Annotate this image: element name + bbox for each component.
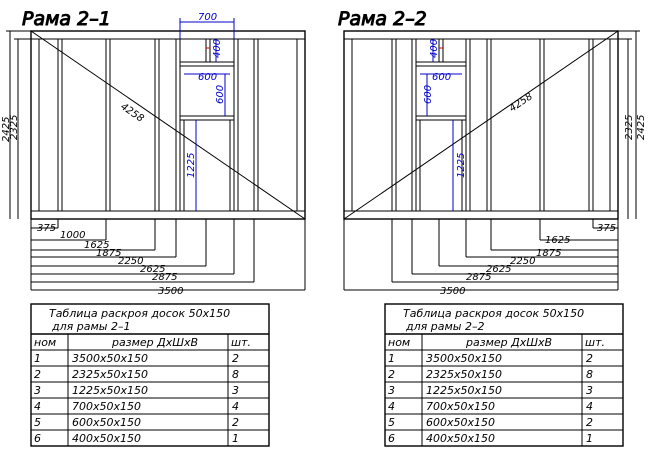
- height-dimension-lines: [618, 30, 640, 219]
- table-cell: 400х50х150: [426, 432, 495, 445]
- table-cell: 2: [586, 352, 593, 365]
- baseline-dimension-lines: [343, 219, 619, 291]
- table-cell: 2: [388, 368, 395, 381]
- baseline-dim: 1875: [536, 248, 561, 259]
- table-cell: 6: [34, 432, 41, 445]
- table-cell: 3: [232, 384, 239, 397]
- table-rows-2-2: 1 3500х50х150 2 2 2325х50х150 8 3 1225х5…: [388, 352, 593, 445]
- frame-outline: [343, 30, 619, 220]
- table-cell: 4: [586, 400, 593, 413]
- table-title-2-2: Таблица раскроя досок 50х150: [403, 307, 584, 320]
- height-dim-inner-2-2: 2325: [624, 115, 635, 140]
- table-cell: 700х50х150: [426, 400, 495, 413]
- window-opening: [180, 39, 234, 211]
- table-cell: 3: [34, 384, 41, 397]
- table-header-cell: шт.: [231, 336, 251, 349]
- baseline-dim: 3500: [158, 286, 183, 297]
- table-rows-2-1: 1 3500х50х150 2 2 2325х50х150 8 3 1225х5…: [34, 352, 239, 445]
- table-cell: 600х50х150: [72, 416, 141, 429]
- diagonal-brace-line: [30, 30, 306, 220]
- baseline-dim: 2250: [510, 256, 535, 267]
- table-cell: 1225х50х150: [72, 384, 148, 397]
- table-header-cell: размер ДхШхВ: [465, 336, 552, 349]
- table-cell: 2325х50х150: [426, 368, 502, 381]
- table-cell: 8: [232, 368, 239, 381]
- baseline-dim: 375: [597, 223, 616, 234]
- baseline-dim: 2625: [140, 264, 165, 275]
- jamb-height-dim-2-1: 1225: [186, 153, 197, 178]
- diagonal-dim-2-2: 4258: [508, 91, 535, 114]
- window-opening: [416, 39, 466, 211]
- height-dim-outer-2-2: 2425: [636, 115, 647, 140]
- lintel-height-dim-2-1: 400: [212, 39, 223, 58]
- baseline-dim: 2875: [466, 272, 491, 283]
- table-cell: 8: [586, 368, 593, 381]
- table-header-cell: шт.: [585, 336, 605, 349]
- table-cell: 700х50х150: [72, 400, 141, 413]
- frame-title-2-2: Рама 2–2: [338, 8, 427, 30]
- height-dim-outer-2-1: 2425: [1, 117, 12, 142]
- table-cell: 4: [232, 400, 239, 413]
- table-cell: 5: [34, 416, 41, 429]
- table-cell: 3: [586, 384, 593, 397]
- window-height-dim-2-2: 600: [423, 85, 434, 104]
- table-cell: 2: [232, 352, 239, 365]
- table-cell: 6: [388, 432, 395, 445]
- studs: [351, 39, 611, 211]
- opening-width-dim-2-1: 700: [198, 12, 217, 23]
- table-cell: 5: [388, 416, 395, 429]
- studs: [38, 39, 298, 211]
- table-cell: 400х50х150: [72, 432, 141, 445]
- sill-width-dim-2-2: 600: [432, 72, 451, 83]
- table-cell: 1: [388, 352, 395, 365]
- table-cell: 4: [388, 400, 395, 413]
- table-cell: 600х50х150: [426, 416, 495, 429]
- frame-outline: [30, 30, 306, 220]
- table-cell: 1: [586, 432, 593, 445]
- baseline-dim: 2250: [118, 256, 143, 267]
- baseline-dim: 1875: [96, 248, 121, 259]
- table-subtitle-2-1: для рамы 2–1: [51, 320, 130, 333]
- table-cell: 3500х50х150: [72, 352, 148, 365]
- cutting-table-2-2: [384, 303, 624, 447]
- table-cell: 2: [34, 368, 41, 381]
- frame-title-2-1: Рама 2–1: [22, 8, 111, 30]
- baseline-dim: 3500: [440, 286, 465, 297]
- cutting-table-2-1: [30, 303, 270, 447]
- window-dimension-lines: [179, 18, 235, 211]
- baseline-dim: 1625: [84, 240, 109, 251]
- baseline-dimension-lines: [30, 219, 306, 291]
- table-header-cell: размер ДхШхВ: [111, 336, 198, 349]
- table-header-cell: ном: [388, 336, 410, 349]
- height-dim-inner-2-1: 2325: [9, 115, 20, 140]
- frame-2-2: Рама 2–2: [338, 8, 640, 291]
- table-cell: 2: [586, 416, 593, 429]
- jamb-height-dim-2-2: 1225: [456, 153, 467, 178]
- window-dimension-lines: [420, 39, 462, 211]
- table-cell: 1: [34, 352, 41, 365]
- table-subtitle-2-2: для рамы 2–2: [405, 320, 484, 333]
- diagonal-brace-line: [343, 30, 619, 220]
- baseline-dim: 2625: [486, 264, 511, 275]
- table-header-cell: ном: [34, 336, 56, 349]
- table-cell: 3: [388, 384, 395, 397]
- table-cell: 1: [232, 432, 239, 445]
- table-title-2-1: Таблица раскроя досок 50х150: [49, 307, 230, 320]
- baseline-dim: 1000: [60, 230, 85, 241]
- sill-width-dim-2-1: 600: [198, 72, 217, 83]
- window-height-dim-2-1: 600: [215, 85, 226, 104]
- baseline-dim: 1625: [545, 235, 570, 246]
- frame-2-1: Рама 2–1: [6, 8, 306, 291]
- height-dimension-lines: [6, 30, 31, 219]
- table-cell: 3500х50х150: [426, 352, 502, 365]
- diagonal-dim-2-1: 4258: [118, 101, 145, 124]
- baseline-dim: 375: [37, 223, 56, 234]
- table-cell: 1225х50х150: [426, 384, 502, 397]
- table-cell: 2325х50х150: [72, 368, 148, 381]
- lintel-height-dim-2-2: 400: [429, 39, 440, 58]
- table-cell: 4: [34, 400, 41, 413]
- baseline-dim: 2875: [152, 272, 177, 283]
- table-cell: 2: [232, 416, 239, 429]
